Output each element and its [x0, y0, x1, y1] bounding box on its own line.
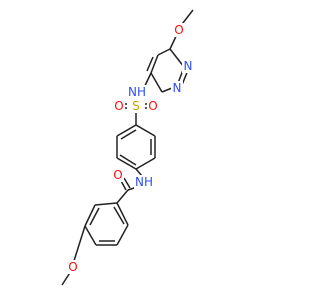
atom-label-n_pyr_lower: N	[173, 81, 182, 95]
atom-background-nh_sulfonamide	[127, 85, 147, 99]
atom-background-s_sulfonyl	[130, 99, 142, 113]
atom-label-o_sulfonyl_left: O	[114, 99, 123, 113]
atom-label-o_carbonyl: O	[113, 168, 122, 182]
atom-label-nh_amide: NH	[135, 175, 153, 189]
atom-label-nh_sulfonamide: NH	[128, 85, 146, 99]
atom-background-o_carbonyl	[112, 168, 124, 182]
atom-label-n_pyr_upper: N	[184, 59, 193, 73]
atom-background-n_pyr_upper	[182, 59, 194, 73]
atom-background-o_sulfonyl_left	[113, 99, 125, 113]
atom-background-o_sulfonyl_right	[147, 99, 159, 113]
atom-background-o_bottom	[67, 260, 79, 274]
atom-label-s_sulfonyl: S	[132, 99, 140, 113]
bond-lines	[61, 9, 194, 286]
atom-label-o_bottom: O	[68, 260, 77, 274]
atom-label-o_top: O	[174, 23, 183, 37]
atom-background-n_pyr_lower	[171, 81, 183, 95]
atom-background-nh_amide	[134, 175, 154, 189]
atom-label-o_sulfonyl_right: O	[148, 99, 157, 113]
atom-background-o_top	[173, 23, 185, 37]
